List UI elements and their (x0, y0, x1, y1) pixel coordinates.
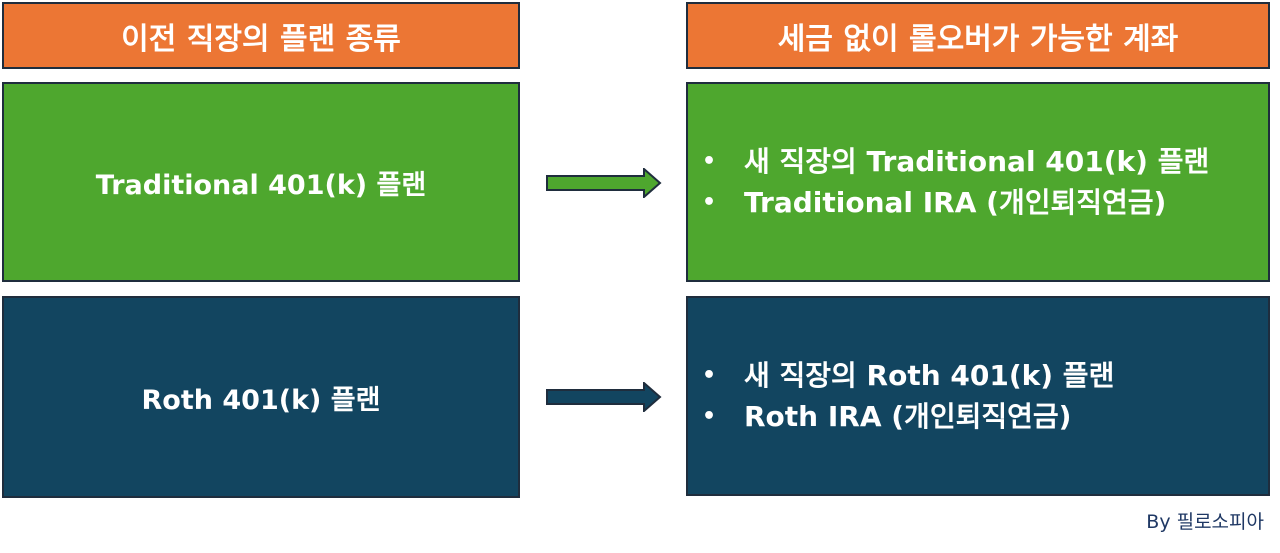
source-roth-label: Roth 401(k) 플랜 (141, 384, 381, 416)
bullet-icon: • (702, 404, 717, 429)
list-item: • Traditional IRA (개인퇴직연금) (702, 182, 1268, 223)
source-roth-401k: Roth 401(k) 플랜 (2, 296, 520, 498)
bullet-icon: • (702, 190, 717, 215)
source-traditional-label: Traditional 401(k) 플랜 (95, 169, 427, 201)
source-traditional-401k: Traditional 401(k) 플랜 (2, 82, 520, 282)
targets-roth: • 새 직장의 Roth 401(k) 플랜 • Roth IRA (개인퇴직연… (686, 296, 1270, 496)
bullet-icon: • (702, 149, 717, 174)
target-new-employer-roth: 새 직장의 Roth 401(k) 플랜 (744, 359, 1115, 392)
target-traditional-ira: Traditional IRA (개인퇴직연금) (744, 186, 1167, 219)
list-item: • Roth IRA (개인퇴직연금) (702, 396, 1268, 437)
targets-traditional: • 새 직장의 Traditional 401(k) 플랜 • Traditio… (686, 82, 1270, 282)
header-rollover-accounts: 세금 없이 롤오버가 가능한 계좌 (686, 2, 1270, 69)
list-item: • 새 직장의 Traditional 401(k) 플랜 (702, 141, 1268, 182)
bullet-icon: • (702, 363, 717, 388)
list-item: • 새 직장의 Roth 401(k) 플랜 (702, 355, 1268, 396)
arrow-right-icon (546, 382, 662, 412)
header-previous-plan-type: 이전 직장의 플랜 종류 (2, 2, 520, 69)
arrow-right-icon (546, 168, 662, 198)
author-credit: By 필로소피아 (1146, 511, 1264, 533)
target-roth-ira: Roth IRA (개인퇴직연금) (744, 400, 1072, 433)
target-new-employer-traditional: 새 직장의 Traditional 401(k) 플랜 (744, 145, 1210, 178)
